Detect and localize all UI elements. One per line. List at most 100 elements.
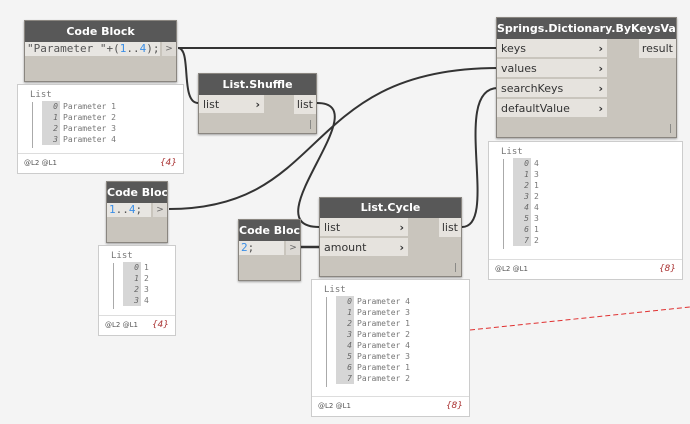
code-block-node-parameters[interactable]: Code Block "Parameter "+(1..4); > xyxy=(24,20,177,82)
item-index: 1 xyxy=(336,307,354,318)
output-port-list[interactable]: list xyxy=(293,95,316,114)
port-label: list xyxy=(203,98,220,111)
item-value: Parameter 1 xyxy=(357,319,410,328)
item-value: 1 xyxy=(144,263,149,272)
item-index: 0 xyxy=(513,158,531,169)
item-index: 7 xyxy=(513,235,531,246)
code-end: ; xyxy=(135,203,143,216)
port-label: amount xyxy=(324,241,367,254)
preview-list-label: List xyxy=(501,147,523,157)
item-index: 0 xyxy=(42,101,60,112)
springs-dictionary-bykeysvalues-node[interactable]: Springs.Dictionary.ByKeysValues keys› va… xyxy=(496,17,677,138)
item-index: 1 xyxy=(42,112,60,123)
input-port-list[interactable]: list › xyxy=(199,95,264,114)
item-index: 4 xyxy=(336,340,354,351)
port-label: searchKeys xyxy=(501,82,564,95)
port-label: list xyxy=(324,221,341,234)
input-port-defaultvalue[interactable]: defaultValue› xyxy=(497,99,607,118)
code-block-node-range[interactable]: Code Block 1..4; > xyxy=(106,181,168,243)
tree-line xyxy=(503,159,504,249)
chevron-right-icon: › xyxy=(255,98,260,111)
item-value: Parameter 4 xyxy=(63,135,116,144)
code-block-node-amount[interactable]: Code Block 2; > xyxy=(238,219,301,281)
output-port[interactable]: > xyxy=(285,241,300,255)
wire-cb2-values[interactable] xyxy=(168,67,499,210)
level-indicator[interactable]: @L2 @L1 xyxy=(318,402,351,410)
item-index: 2 xyxy=(42,123,60,134)
chevron-right-icon: › xyxy=(598,62,603,75)
item-value: 4 xyxy=(534,159,539,168)
output-port-list[interactable]: list xyxy=(438,218,461,237)
list-shuffle-node[interactable]: List.Shuffle list› list | xyxy=(198,73,317,134)
node-title: Code Block xyxy=(239,220,300,241)
item-index: 5 xyxy=(513,213,531,224)
item-index: 3 xyxy=(42,134,60,145)
output-port-result[interactable]: result xyxy=(638,39,676,58)
node-title: List.Cycle xyxy=(320,198,461,218)
port-label: values xyxy=(501,62,537,75)
input-port-keys[interactable]: keys› xyxy=(497,39,607,58)
item-index: 3 xyxy=(336,329,354,340)
node-title: Code Block xyxy=(25,21,176,42)
wire-cycle-searchkeys[interactable] xyxy=(461,87,499,228)
input-port-amount[interactable]: amount › xyxy=(320,238,408,257)
output-port[interactable]: > xyxy=(152,203,167,217)
wire-shuffle-cycle[interactable] xyxy=(297,102,336,228)
tree-line xyxy=(326,297,327,387)
node-title: List.Shuffle xyxy=(199,74,316,95)
code-input[interactable]: 2; xyxy=(239,241,284,255)
item-value: Parameter 4 xyxy=(357,341,410,350)
chevron-right-icon: › xyxy=(399,241,404,254)
chevron-right-icon: › xyxy=(399,221,404,234)
warning-dashed-line xyxy=(469,306,690,331)
code-end: ); xyxy=(146,42,160,55)
wire-cb1-shuffle[interactable] xyxy=(177,47,199,104)
preview-list-label: List xyxy=(30,90,52,100)
item-value: Parameter 1 xyxy=(357,363,410,372)
preview-list-label: List xyxy=(111,251,133,261)
code-input[interactable]: 1..4; xyxy=(107,203,151,217)
level-indicator[interactable]: @L2 @L1 xyxy=(24,159,57,167)
item-value: 3 xyxy=(534,170,539,179)
code-range: .. xyxy=(126,42,140,55)
item-value: 1 xyxy=(534,181,539,190)
input-port-list[interactable]: list › xyxy=(320,218,408,237)
input-port-values[interactable]: values › xyxy=(497,59,607,78)
item-value: Parameter 3 xyxy=(357,352,410,361)
code-range: .. xyxy=(115,203,129,216)
code-input[interactable]: "Parameter "+(1..4); xyxy=(25,42,160,56)
port-label: defaultValue xyxy=(501,102,570,115)
item-value: 4 xyxy=(534,203,539,212)
level-indicator[interactable]: @L2 @L1 xyxy=(105,321,138,329)
item-count: {8} xyxy=(445,401,463,411)
item-value: 2 xyxy=(534,236,539,245)
input-port-searchkeys[interactable]: searchKeys › xyxy=(497,79,607,98)
item-index: 2 xyxy=(336,318,354,329)
item-index: 0 xyxy=(123,262,141,273)
item-index: 3 xyxy=(123,295,141,306)
list-cycle-node[interactable]: List.Cycle list› amount› list | xyxy=(319,197,462,277)
item-value: Parameter 2 xyxy=(357,330,410,339)
item-index: 0 xyxy=(336,296,354,307)
item-value: Parameter 1 xyxy=(63,102,116,111)
level-indicator[interactable]: @L2 @L1 xyxy=(495,265,528,273)
output-port[interactable]: > xyxy=(161,42,176,56)
item-index: 1 xyxy=(513,169,531,180)
chevron-right-icon: › xyxy=(598,82,603,95)
